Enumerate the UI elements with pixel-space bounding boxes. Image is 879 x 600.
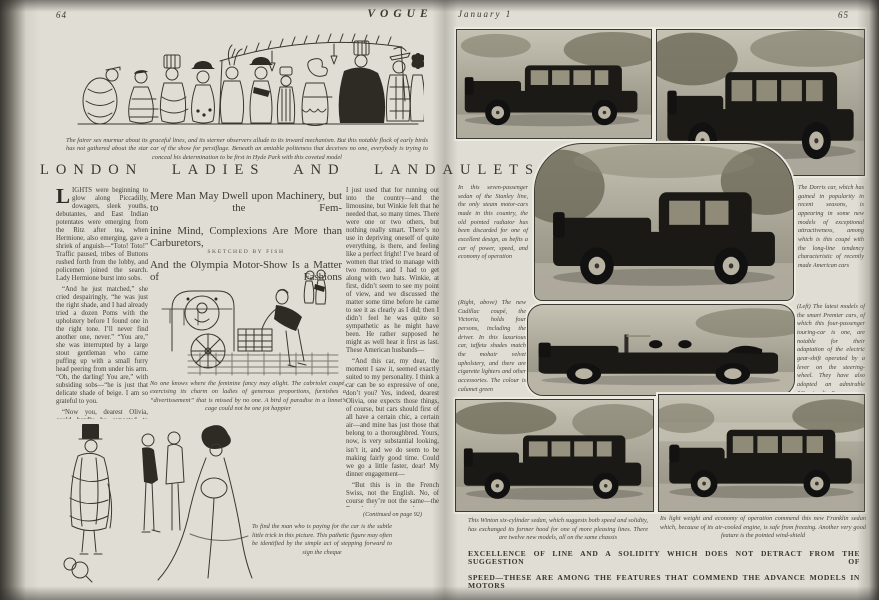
subtitle-line-2: inine Mind, Complexions Are More than Ca… xyxy=(150,224,342,249)
continued-note: (Continued on page 92) xyxy=(363,511,422,518)
article-headline: LONDON LADIES AND LANDAULETS xyxy=(40,162,541,178)
footer-motto: EXCELLENCE OF LINE AND A SOLIDITY WHICH … xyxy=(468,550,860,598)
photo-premier-touring xyxy=(527,304,795,396)
footer-motto-line-1: EXCELLENCE OF LINE AND A SOLIDITY WHICH … xyxy=(468,549,860,566)
page-number-right: 65 xyxy=(838,10,849,20)
footer-motto-line-2: SPEED—THESE ARE AMONG THE FEATURES THAT … xyxy=(468,573,860,590)
body-column-3: I just used that for running out into th… xyxy=(346,187,439,507)
caption-winton: This Winton six-cylinder sedan, which su… xyxy=(468,517,648,542)
col3-paragraph-2: “And this car, my dear, the moment I saw… xyxy=(346,358,439,478)
subtitle-line-3: And the Olympia Motor-Show Is a Matter o… xyxy=(150,259,342,283)
col1-paragraph-2: “And he just matched,” she cried despair… xyxy=(56,286,148,406)
banner-caption: The fairer sex murmur about its graceful… xyxy=(66,137,428,161)
drop-cap: L xyxy=(56,187,71,208)
page-number-left: 64 xyxy=(56,10,67,20)
caption-premier: (Left) The latest models of the smart Pr… xyxy=(797,303,865,397)
col1-paragraph-3: “Now you, dearest Olivia, could hardly b… xyxy=(56,409,148,419)
col1-paragraph-1: IGHTS were beginning to glow along Picca… xyxy=(56,187,148,283)
caption-stanley: In this seven-passenger sedan of the Sta… xyxy=(458,184,528,261)
page-edge-left xyxy=(0,0,40,600)
coupe-caption: No one knows where the feminine fancy ma… xyxy=(150,380,346,413)
col3-paragraph-1: I just used that for running out into th… xyxy=(346,187,439,355)
caption-dorris: The Dorris car, which has gained in popu… xyxy=(798,184,864,270)
subtitle-line-1: Mere Man May Dwell upon Machinery, but t… xyxy=(150,190,342,214)
banner-illustration xyxy=(72,26,426,134)
photo-winton-sedan xyxy=(455,399,654,512)
article-subtitle: Mere Man May Dwell upon Machinery, but t… xyxy=(150,190,342,294)
photo-stanley-sedan xyxy=(456,29,652,139)
cheque-caption: To find the man who is paying for the ca… xyxy=(252,523,392,557)
figures-illustration xyxy=(56,414,264,588)
photo-dorris-coupe xyxy=(534,143,794,301)
photo-franklin-sedan xyxy=(658,394,865,512)
caption-cadillac: (Right, above) The new Cadillac coupé, t… xyxy=(458,299,526,393)
issue-date: January 1 xyxy=(458,9,513,19)
caption-franklin: Its light weight and economy of operatio… xyxy=(660,515,866,540)
sketch-credit: SKETCHED BY FISH xyxy=(207,249,285,255)
coupe-illustration xyxy=(158,257,340,377)
masthead-title: VOGUE xyxy=(367,8,433,20)
col3-paragraph-3: “But this is in the French Swiss, not th… xyxy=(346,481,439,507)
